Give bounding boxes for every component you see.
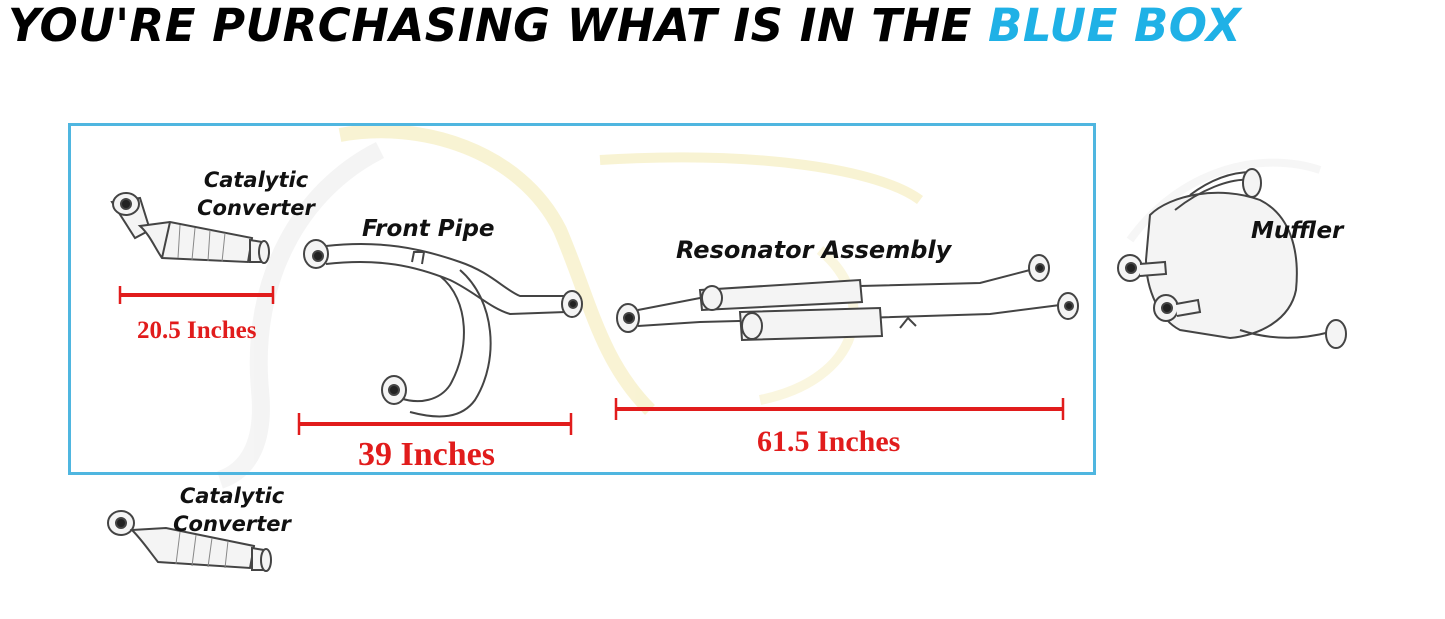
label-catalytic-2-line1: Catalytic xyxy=(179,484,285,508)
headline-prefix: YOU'RE PURCHASING WHAT IS IN THE xyxy=(8,0,989,52)
label-catalytic-converter: Catalytic Converter xyxy=(186,166,326,222)
headline: YOU'RE PURCHASING WHAT IS IN THE BLUE BO… xyxy=(8,0,1438,56)
dimension-line-cat xyxy=(118,286,275,304)
dimension-line-resonator xyxy=(614,398,1065,420)
label-resonator-assembly: Resonator Assembly xyxy=(676,236,952,264)
dimension-label-cat: 20.5 Inches xyxy=(137,317,257,344)
label-catalytic-line2: Converter xyxy=(197,196,315,220)
catalytic-converter-icon xyxy=(110,192,270,264)
label-catalytic-2-line2: Converter xyxy=(173,512,291,536)
front-pipe-icon xyxy=(303,239,583,418)
dimension-line-front-pipe xyxy=(297,413,573,435)
label-catalytic-converter-2: Catalytic Converter xyxy=(162,482,302,538)
label-catalytic-line1: Catalytic xyxy=(203,168,309,192)
dimension-label-front-pipe: 39 Inches xyxy=(358,436,495,473)
muffler-icon xyxy=(1117,168,1347,349)
label-muffler: Muffler xyxy=(1251,218,1344,244)
headline-highlight: BLUE BOX xyxy=(988,0,1242,52)
label-front-pipe: Front Pipe xyxy=(362,216,495,242)
blue-box-outline xyxy=(68,123,1096,475)
dimension-label-resonator: 61.5 Inches xyxy=(757,425,901,458)
resonator-assembly-icon xyxy=(616,254,1079,342)
catalytic-converter-2-icon xyxy=(107,510,272,572)
